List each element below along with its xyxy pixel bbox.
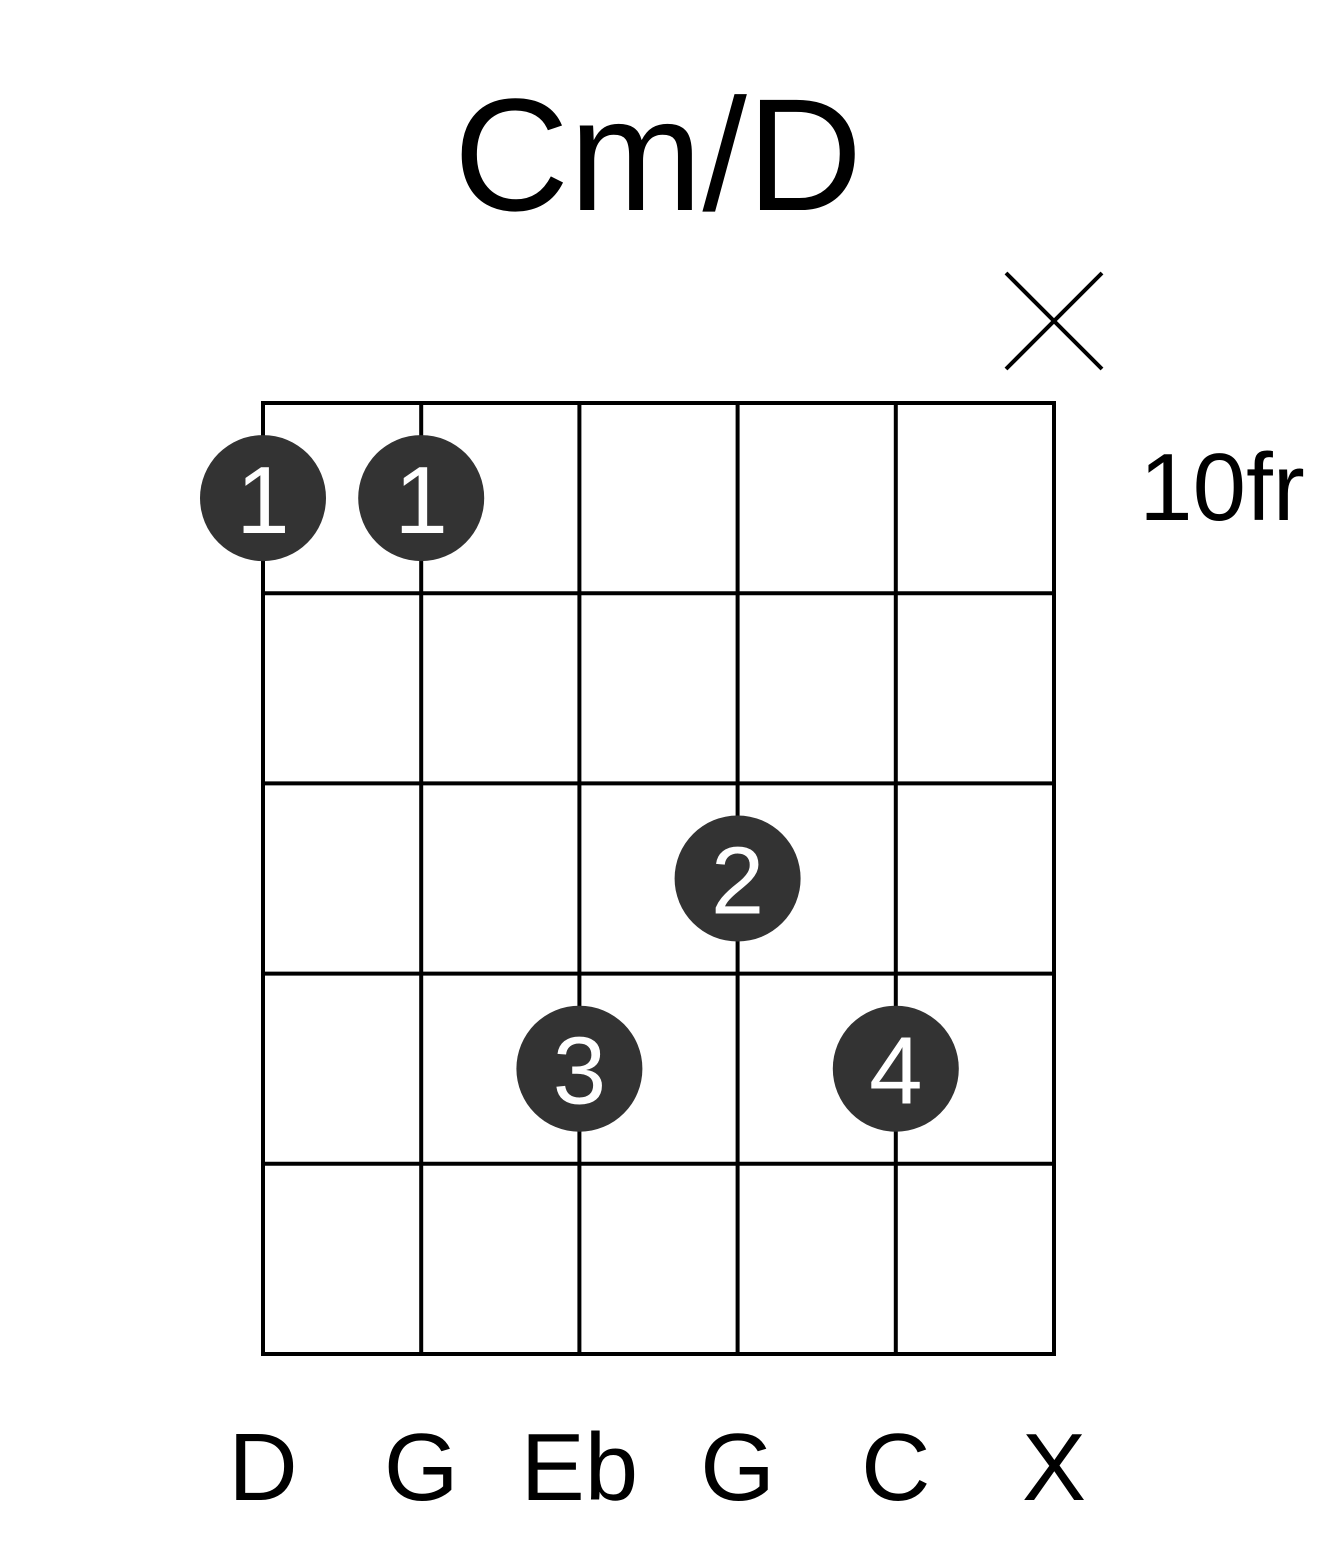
string-note-label: G xyxy=(384,1414,459,1521)
finger-dot-circle xyxy=(200,435,326,562)
finger-dot-circle xyxy=(516,1005,643,1132)
finger-number: 1 xyxy=(236,447,289,554)
finger-dot-circle xyxy=(674,815,801,942)
muted-string-icon xyxy=(1004,271,1104,371)
finger-number: 3 xyxy=(553,1018,606,1125)
string-note-label: Eb xyxy=(521,1414,638,1521)
finger-dot: 1 xyxy=(200,435,326,562)
finger-number: 4 xyxy=(869,1018,922,1125)
base-fret-label: 10fr xyxy=(1139,434,1304,541)
string-note-label: C xyxy=(861,1414,930,1521)
string-note-label: D xyxy=(228,1414,297,1521)
finger-dot: 1 xyxy=(358,435,485,562)
finger-dot: 3 xyxy=(516,1005,643,1132)
finger-dot: 4 xyxy=(832,1005,959,1132)
fretboard-border xyxy=(261,401,1056,1356)
finger-dot-circle xyxy=(358,435,485,562)
string-note-label: G xyxy=(700,1414,775,1521)
chord-title: Cm/D xyxy=(454,65,863,244)
finger-number: 1 xyxy=(395,447,448,554)
finger-dot: 2 xyxy=(674,815,801,942)
string-note-label: X xyxy=(1022,1414,1086,1521)
fretboard-grid xyxy=(261,401,1056,1356)
muted-markers xyxy=(1004,271,1104,371)
finger-dot-circle xyxy=(832,1005,959,1132)
finger-number: 2 xyxy=(711,828,764,935)
